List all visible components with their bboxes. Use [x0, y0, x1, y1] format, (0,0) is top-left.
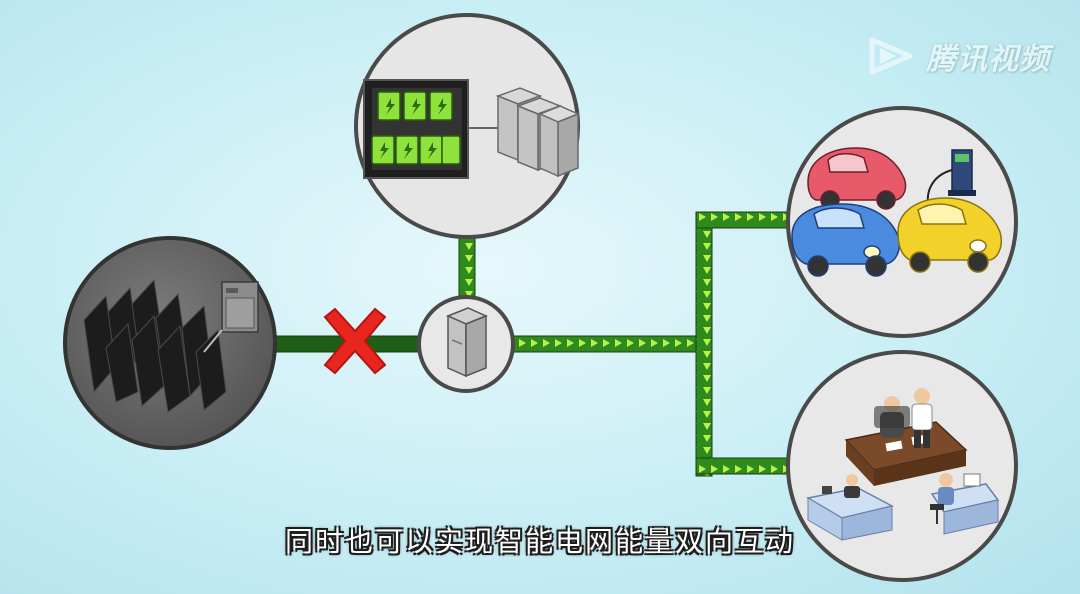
watermark: 腾讯视频: [866, 34, 1050, 78]
inverter-cabinet-icon: [446, 307, 488, 378]
play-logo-icon: [869, 37, 913, 75]
yellow-car-icon: [897, 197, 1002, 273]
solar-panels-icon: [83, 278, 227, 413]
storage-circle: [354, 13, 580, 239]
red-car-icon: [807, 147, 907, 210]
vehicles-circle: [786, 106, 1018, 338]
battery-rack-icon: [363, 79, 469, 179]
blue-car-icon: [791, 203, 900, 277]
line-to-vehicles: [695, 211, 789, 229]
line-storage-to-inverter: [458, 235, 476, 303]
reception-desk-icon: [805, 474, 895, 541]
standing-person-icon: [911, 388, 933, 448]
desk-worker-icon: [930, 473, 1000, 535]
small-cabinet-icon: [203, 281, 259, 353]
line-to-office: [695, 457, 793, 475]
disconnect-x-icon: [323, 307, 387, 375]
inverter-circle: [417, 295, 515, 393]
office-circle: [786, 350, 1018, 582]
line-vertical-bus: [695, 211, 713, 477]
seated-person-icon: [874, 396, 910, 438]
power-lines: [269, 211, 793, 477]
line-inverter-to-junction: [511, 335, 709, 353]
server-cabinets-icon: [495, 87, 580, 178]
watermark-text: 腾讯视频: [926, 42, 1050, 77]
subtitle-caption: 同时也可以实现智能电网能量双向互动: [284, 525, 795, 558]
meeting-table-icon: [844, 421, 968, 486]
solar-circle: [63, 236, 277, 450]
